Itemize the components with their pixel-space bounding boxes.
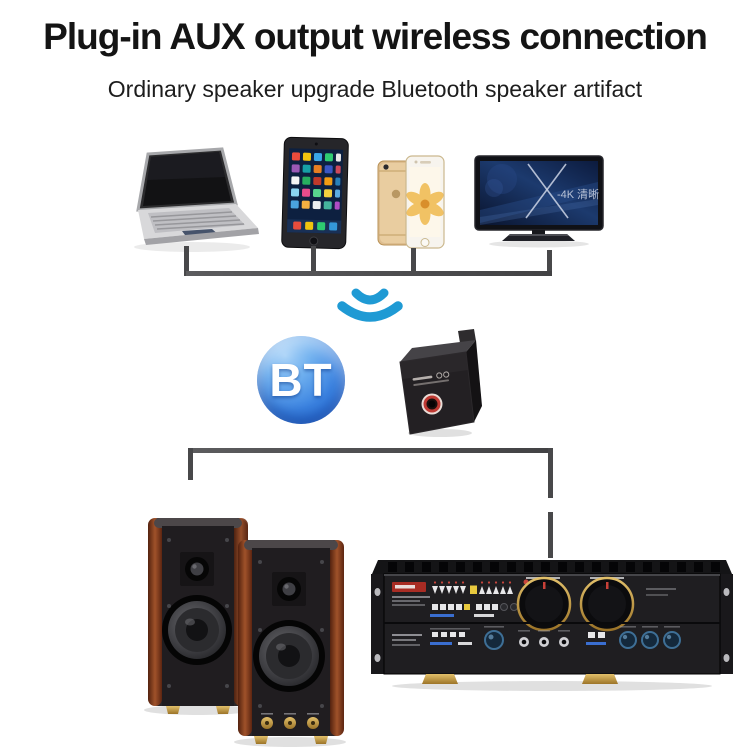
phone-home-button: [420, 238, 430, 247]
connector-drop-speakers: [188, 448, 193, 480]
receiver-plug-nub: [458, 329, 476, 343]
amplifier-image: [371, 560, 733, 691]
connector-stub-laptop: [184, 246, 189, 276]
page-title: Plug-in AUX output wireless connection: [43, 16, 708, 57]
apple-logo: [391, 189, 401, 199]
phone-front: [405, 155, 445, 249]
tablet-home-button: [309, 236, 319, 246]
amp-lower-panel: [392, 626, 681, 650]
amp-foot: [422, 674, 458, 684]
mic-volume-knob: [516, 576, 572, 632]
rack-ear-left: [371, 574, 384, 674]
speaker-knobs: [261, 713, 319, 729]
page-subtitle: Ordinary speaker upgrade Bluetooth speak…: [107, 76, 643, 102]
tv-screen-text: -4K 清晰: [557, 188, 599, 201]
bluetooth-receiver-image: [399, 329, 482, 437]
amp-level-indicators: [432, 581, 513, 594]
speaker-right: [234, 540, 346, 747]
amp-buttons-upper: [430, 579, 529, 617]
laptop-image: [134, 147, 259, 252]
connector-drop-amp-upper: [548, 448, 553, 498]
phone-camera: [383, 164, 389, 170]
echo-knobs: [619, 626, 681, 649]
smartphone-image: [377, 155, 445, 249]
wireless-signal-icon: [337, 288, 403, 322]
tweeter: [272, 572, 306, 606]
speakers-image: [144, 518, 346, 747]
receiver-side-face: [466, 340, 482, 422]
tweeter: [180, 552, 214, 586]
screws: [258, 560, 324, 708]
screws: [167, 538, 229, 688]
speaker-left: [144, 518, 252, 715]
flower-wallpaper: [406, 183, 444, 225]
balance-knob: [484, 626, 504, 650]
connector-stub-tablet: [311, 246, 316, 276]
rack-ear-right: [720, 574, 733, 674]
tv-screen: [480, 161, 598, 225]
bt-badge-label: BT: [269, 354, 333, 406]
connector-drop-amp-lower: [548, 512, 553, 558]
wood-side: [148, 518, 162, 706]
receiver-top-face: [400, 340, 476, 362]
mic-jacks: [518, 630, 570, 647]
bt-badge: BT: [257, 336, 345, 424]
aux-jack: [421, 393, 443, 415]
connector-stub-tv: [547, 250, 552, 276]
woofer: [253, 620, 325, 692]
bottom-connector-line: [188, 448, 553, 453]
tv-image: -4K 清晰: [474, 155, 604, 248]
tablet-app-grid: [290, 152, 342, 210]
connector-stub-phone: [411, 248, 416, 276]
woofer: [162, 595, 232, 665]
tablet-image: [281, 136, 349, 250]
amp-brand-logo: [392, 582, 430, 606]
music-volume-knob: [579, 576, 635, 632]
wood-side: [238, 540, 252, 736]
amp-foot: [582, 674, 618, 684]
phone-back: [377, 160, 415, 246]
receiver-label-text: [412, 371, 450, 387]
top-connector-line: [186, 271, 552, 276]
